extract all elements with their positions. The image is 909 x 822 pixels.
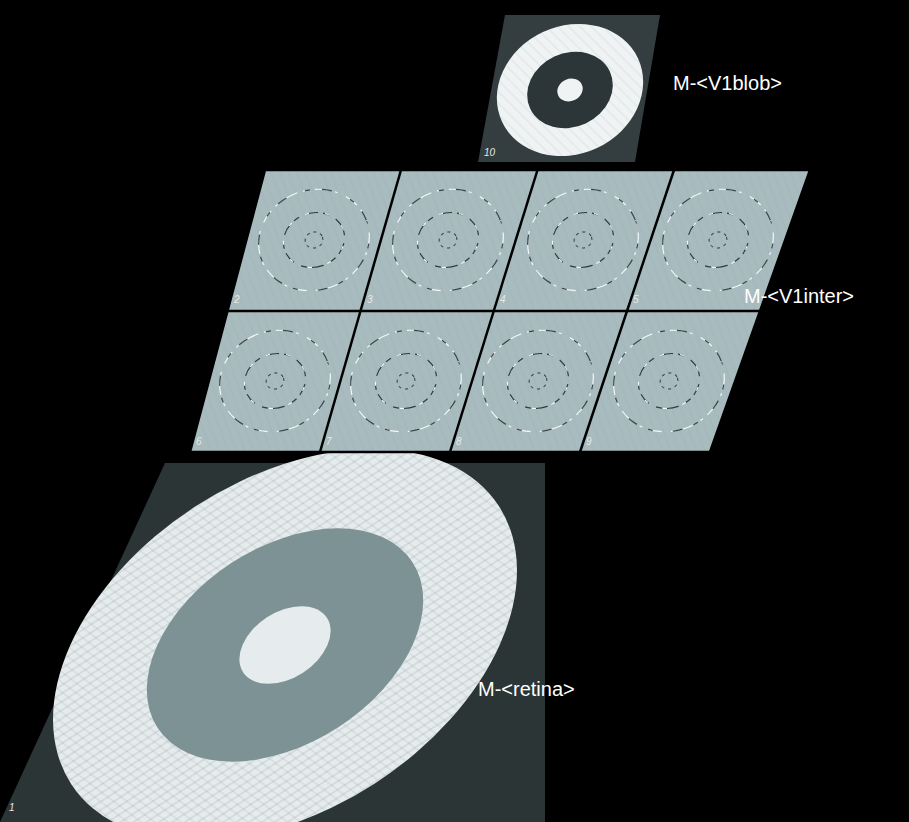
layer-label: M-<V1inter> [744,285,854,307]
panel-number: 4 [500,294,506,305]
panel-number: 10 [484,147,495,158]
panel-number: 5 [633,294,639,305]
panel-number: 8 [456,436,462,447]
panel-number: 2 [234,294,240,305]
panel-number: 3 [367,294,373,305]
layer-label: M-<retina> [478,678,575,700]
layer-label: M-<V1blob> [673,72,782,94]
panel-number: 9 [586,436,592,447]
panel-number: 1 [9,802,15,813]
panel-number: 6 [196,436,202,447]
panel-number: 7 [326,436,332,447]
